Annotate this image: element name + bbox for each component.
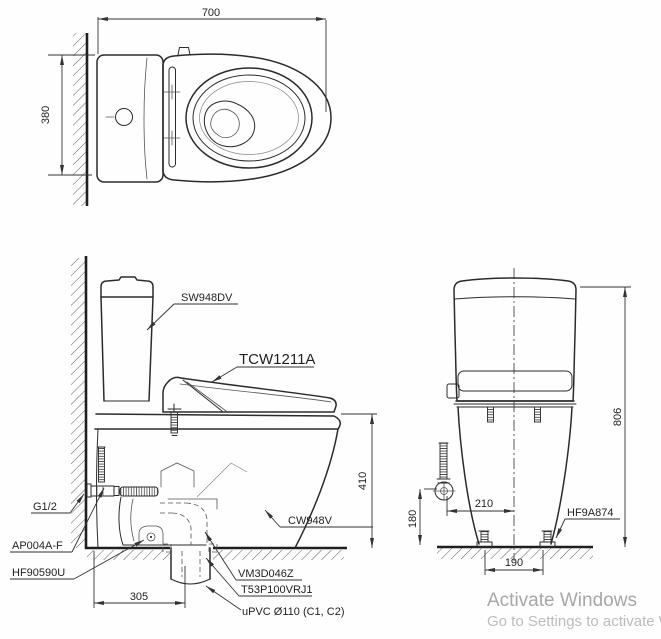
svg-text:HF90590U: HF90590U: [12, 567, 65, 579]
seat-ring-mid: [192, 74, 306, 162]
label-joint: VM3D046Z: [204, 531, 302, 581]
svg-text:CW948V: CW948V: [288, 515, 333, 527]
wall-hatch-top: [73, 33, 87, 206]
wall-hatch-side: [71, 258, 86, 548]
seat-hinge-bolt: [167, 403, 182, 436]
svg-text:SW948DV: SW948DV: [181, 292, 233, 304]
water-outline: [203, 100, 256, 148]
watermark-title: Activate Windows: [487, 590, 637, 611]
tank-rear-view: [453, 277, 577, 402]
rear-view: 806 180 210 190 HF9A874: [407, 268, 631, 575]
dim-410: 410: [341, 413, 377, 548]
lid-button-top: [177, 47, 191, 56]
svg-text:HF9A874: HF9A874: [567, 507, 613, 519]
dim-410-label: 410: [357, 472, 369, 490]
label-pipe: uPVC Ø110 (C1, C2): [205, 585, 345, 618]
bowl-side-view: [94, 413, 341, 549]
floor-hatch-right: [213, 550, 344, 560]
dim-210-label: 210: [475, 498, 493, 510]
label-washlet: TCW1211A: [211, 351, 315, 383]
seat-band-rear: [453, 400, 577, 408]
side-control-tab: [446, 383, 460, 399]
dim-210: 210: [446, 496, 514, 516]
floor-hatch-rear: [437, 548, 593, 559]
label-flange: T53P100VRJ1: [205, 557, 313, 597]
valve-nut: [113, 486, 120, 496]
dim-380: 380: [40, 54, 95, 176]
tank-curve-top: [143, 57, 148, 180]
seat-ring-inner: [199, 81, 299, 155]
base-bolt-circle: [146, 532, 156, 542]
floor-bolt-right: [539, 530, 556, 548]
dim-806: 806: [580, 286, 631, 547]
tank-side-view: [100, 276, 154, 402]
dim-700-label: 700: [202, 7, 220, 19]
tank-top-view: [96, 54, 164, 183]
label-fixing: HF90590U: [10, 539, 145, 580]
bowl-internals: [118, 462, 248, 553]
label-inlet-thread: G1/2: [31, 493, 85, 514]
label-stop-valve: AP004A-F: [10, 487, 105, 553]
floor-hatch-left: [87, 550, 170, 560]
svg-text:AP004A-F: AP004A-F: [12, 540, 63, 552]
water-inner: [210, 108, 240, 139]
watermark-subtitle: Go to Settings to activate W: [487, 613, 661, 630]
dim-380-label: 380: [40, 106, 52, 124]
hinge-bolts-top: [163, 84, 181, 146]
dim-700: 700: [97, 7, 327, 112]
seat-panel-rear: [457, 370, 573, 392]
svg-text:G1/2: G1/2: [33, 501, 57, 513]
dim-190-label: 190: [505, 557, 523, 569]
svg-text:TCW1211A: TCW1211A: [239, 351, 315, 368]
side-view: 410 305 SW948DV TCW1211A CW948V G1/2: [10, 256, 377, 618]
watermark: Activate Windows Go to Settings to activ…: [487, 590, 661, 630]
washlet-side-view: [162, 376, 337, 413]
wall-flange: [86, 483, 92, 498]
hinge-bar-top: [168, 66, 176, 168]
dim-190: 190: [484, 550, 544, 575]
floor-bolt-left: [476, 530, 493, 548]
bowl-right-rear: [550, 406, 573, 545]
svg-text:uPVC Ø110 (C1, C2): uPVC Ø110 (C1, C2): [242, 606, 345, 618]
supply-hose: [119, 486, 159, 497]
svg-text:T53P100VRJ1: T53P100VRJ1: [241, 584, 313, 596]
lid-outline-top: [162, 53, 332, 183]
flush-button-top: [115, 108, 133, 126]
seat-ring-outer: [185, 67, 313, 169]
top-view: 700 380: [40, 7, 332, 206]
dim-305: 305: [93, 551, 186, 608]
dim-806-label: 806: [612, 408, 624, 426]
label-floor-bolt: HF9A874: [555, 507, 620, 539]
seat-bolts-rear: [484, 406, 544, 423]
bowl-left-rear: [457, 406, 480, 545]
label-tank: SW948DV: [146, 292, 238, 331]
label-bowl: CW948V: [264, 509, 373, 528]
dim-180-label: 180: [407, 510, 419, 528]
supply-riser: [98, 446, 105, 483]
angle-valve-assembly: [86, 446, 159, 498]
drain-pipe: [170, 547, 211, 585]
dim-305-label: 305: [130, 591, 148, 603]
svg-text:VM3D046Z: VM3D046Z: [238, 568, 294, 580]
supply-inlet-rear: [432, 442, 456, 501]
dim-180: 180: [407, 488, 437, 545]
